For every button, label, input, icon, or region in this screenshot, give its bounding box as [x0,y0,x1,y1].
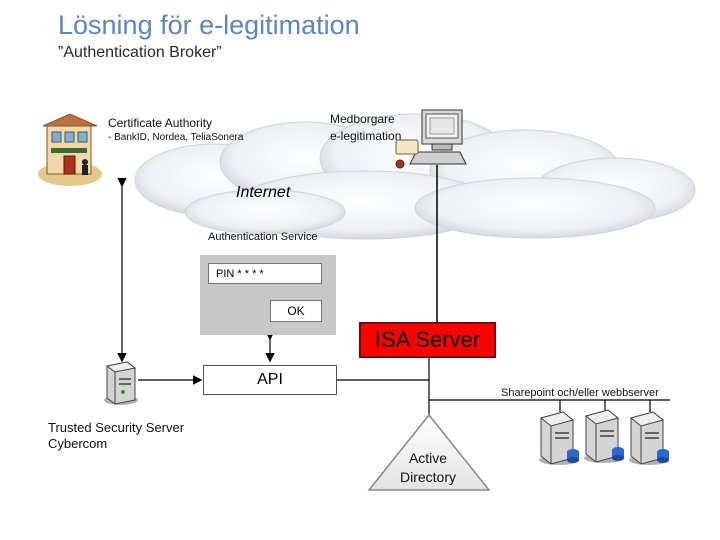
internet-cloud [134,113,696,240]
certificate-authority-label: Certificate Authority [108,116,213,130]
trusted-server-icon [104,361,138,405]
active-directory-line2: Directory [399,469,456,485]
web-server-icon [629,411,669,465]
isa-server-box: ISA Server [359,322,496,358]
active-directory-label: Active Directory [368,449,488,487]
pin-input[interactable]: PIN * * * * [208,263,322,284]
active-directory-line1: Active [408,450,448,466]
citizen-eid-label: e-legitimation [330,129,402,143]
computer-icon [395,109,467,169]
bank-building-icon [38,113,102,186]
sharepoint-label: Sharepoint och/eller webbserver [501,387,659,399]
active-directory-triangle [367,413,491,491]
api-box: API [203,365,337,395]
authentication-service-label: Authentication Service [208,231,318,243]
internet-label: Internet [236,184,291,201]
trusted-server-line1: Trusted Security Server [48,420,185,435]
ok-button[interactable]: OK [270,300,322,322]
trusted-server-label: Trusted Security Server Cybercom [48,420,184,452]
page-title: Lösning för e-legitimation [58,10,360,40]
page-subtitle: ”Authentication Broker” [58,44,222,61]
trusted-server-line2: Cybercom [48,436,108,451]
web-server-icon [539,411,579,465]
certificate-providers-label: - BankID, Nordea, TeliaSonera [108,132,244,143]
web-server-icon [584,409,624,463]
citizen-label: Medborgare [330,112,395,126]
